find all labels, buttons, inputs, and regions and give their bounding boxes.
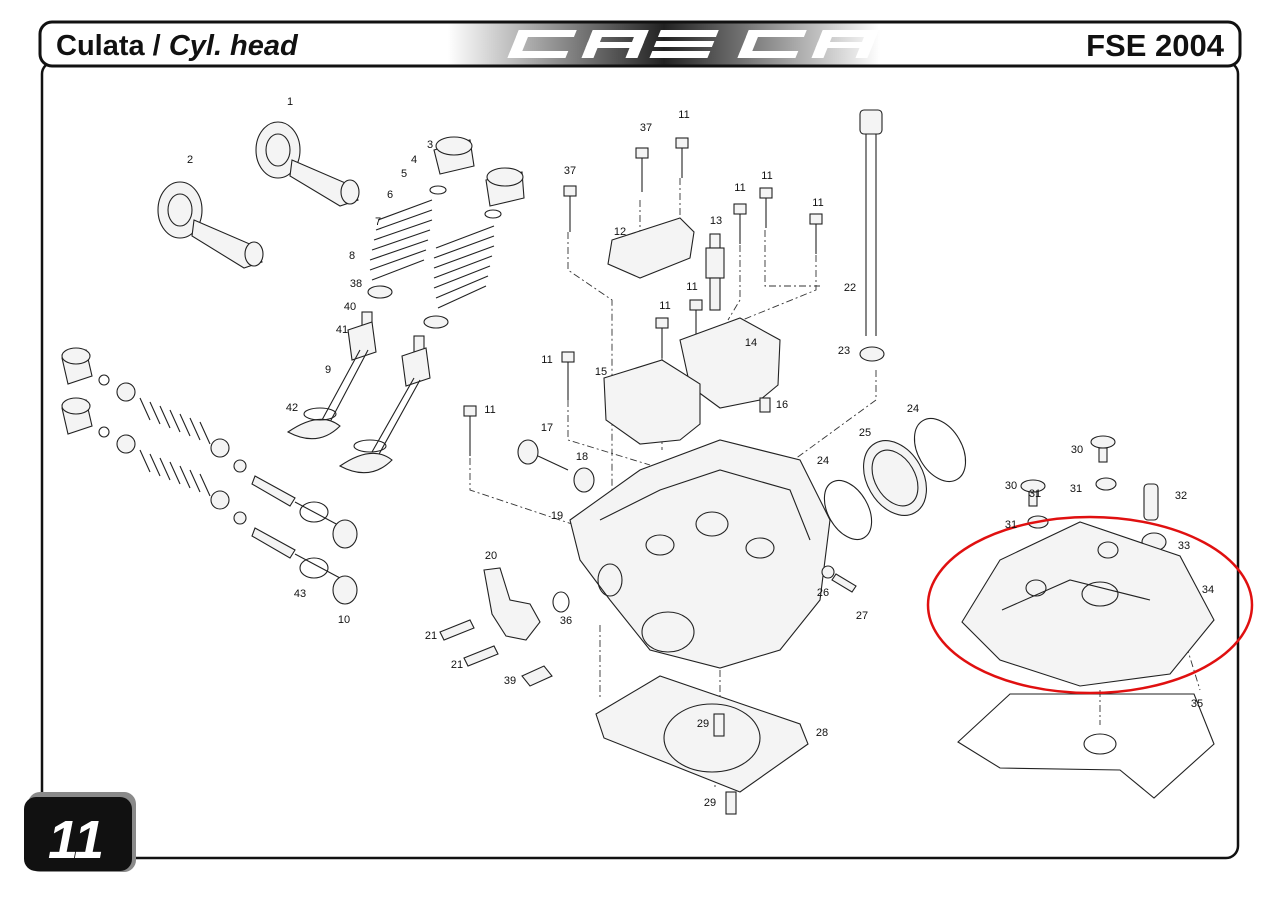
callout-labels: 1 2 3 4 5 6 7 8 38 40 41 9 42 43 10 37 3… [187,96,1214,809]
page-title: Culata / Cyl. head [56,30,299,62]
callout-11a: 11 [678,109,689,121]
dowel-16 [759,397,771,413]
valve-17 [517,439,569,471]
callout-37a: 37 [640,122,652,134]
callout-43: 43 [294,588,306,600]
callout-11f: 11 [686,281,697,293]
callout-11h: 11 [484,404,495,416]
callout-37b: 37 [564,165,576,177]
bolt-27 [831,573,857,593]
callout-41: 41 [336,324,348,336]
oring-36 [552,591,570,613]
callout-4: 4 [411,154,417,166]
sensor-39 [521,665,553,687]
callout-22: 22 [844,282,856,294]
camshaft-exhaust [255,121,360,207]
header-banner: Culata / Cyl. head FSE 2004 [38,20,1242,68]
callout-24a: 24 [907,403,919,415]
cam-cap-15 [603,359,701,445]
callout-30a: 30 [1071,444,1083,456]
valve-train-center [286,136,525,474]
callout-20: 20 [485,550,497,562]
callout-32: 32 [1175,490,1187,502]
seal-18 [573,467,595,493]
callout-38: 38 [350,278,362,290]
callout-2: 2 [187,154,193,166]
callout-30b: 30 [1005,480,1017,492]
callout-31c: 31 [1029,488,1041,500]
callout-10: 10 [338,614,350,626]
dowel-29a [713,713,725,737]
washer-23 [859,346,885,362]
head-bolt-22 [859,109,883,336]
callout-11g: 11 [541,354,552,366]
callout-9: 9 [325,364,331,376]
intake-boot-24-25 [823,418,967,541]
callout-7: 7 [375,216,381,228]
callout-6: 6 [387,189,393,201]
callout-35: 35 [1191,698,1203,710]
model-label: FSE 2004 [1086,28,1225,63]
callout-33: 33 [1178,540,1190,552]
callout-42: 42 [286,402,298,414]
callout-12: 12 [614,226,626,238]
callout-21b: 21 [451,659,463,671]
callout-28: 28 [816,727,828,739]
washer-26 [821,565,835,579]
callout-31b: 31 [1005,519,1017,531]
callout-25: 25 [859,427,871,439]
spark-plug-13 [705,233,725,311]
callout-31a: 31 [1070,483,1082,495]
callout-17: 17 [541,422,553,434]
bolts-top [463,137,823,456]
callout-16: 16 [776,399,788,411]
bracket-12 [607,217,695,279]
callout-1: 1 [287,96,293,108]
callout-11d: 11 [812,197,823,209]
highlight-circle-valve-cover [926,515,1254,695]
bolt-21a [439,619,475,641]
callout-29a: 29 [697,718,709,730]
callout-14: 14 [745,337,757,349]
callout-29b: 29 [704,797,716,809]
callout-21a: 21 [425,630,437,642]
callout-34: 34 [1202,584,1214,596]
bolt-21b [463,645,499,667]
brand-logo [507,30,949,58]
valve-cover-34 [961,521,1215,687]
callout-19: 19 [551,510,563,522]
callout-26: 26 [817,587,829,599]
callout-5: 5 [401,168,407,180]
callout-40: 40 [344,301,356,313]
callout-3: 3 [427,139,433,151]
cylinder-head-19 [569,439,831,669]
callout-8: 8 [349,250,355,262]
cover-gasket-35 [957,693,1215,799]
head-gasket-28 [595,675,809,793]
callout-11b: 11 [734,182,745,194]
callout-36: 36 [560,615,572,627]
callout-11e: 11 [659,300,670,312]
page-number: 11 [48,810,104,870]
callout-15: 15 [595,366,607,378]
callout-23: 23 [838,345,850,357]
page-number-tab: 11 [24,792,136,872]
callout-18: 18 [576,451,588,463]
callout-27: 27 [856,610,868,622]
dowel-29b [725,791,737,815]
callout-13: 13 [710,215,722,227]
callout-11c: 11 [761,170,772,182]
valve-train-left [61,347,358,605]
callout-24b: 24 [817,455,829,467]
outlet-20 [483,567,541,641]
camshaft-intake [157,181,264,269]
callout-39: 39 [504,675,516,687]
